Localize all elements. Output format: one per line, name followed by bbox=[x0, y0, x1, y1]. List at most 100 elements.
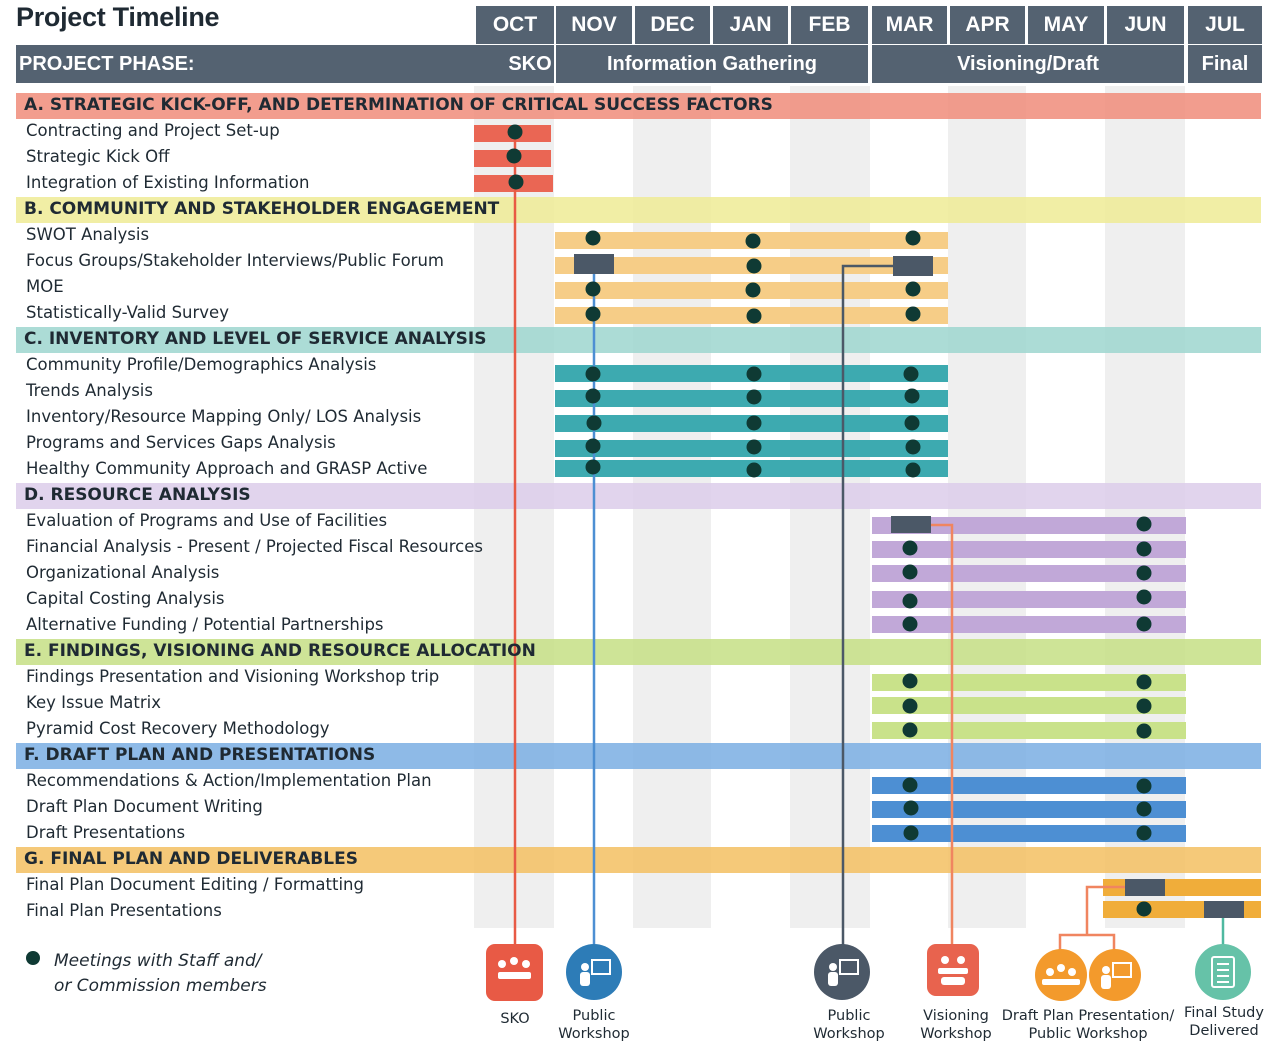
meeting-dot bbox=[585, 306, 601, 322]
presentation-icon bbox=[566, 944, 622, 1000]
workshop-marker bbox=[893, 256, 933, 276]
meeting-dot bbox=[1136, 778, 1152, 794]
meeting-dot bbox=[506, 148, 522, 164]
meeting-dot bbox=[902, 593, 918, 609]
visioning-connector-line bbox=[930, 523, 954, 945]
meeting-dot bbox=[585, 459, 601, 475]
meeting-dot bbox=[585, 366, 601, 382]
meeting-dot bbox=[745, 282, 761, 298]
meeting-dot bbox=[903, 366, 919, 382]
meeting-dot bbox=[904, 388, 920, 404]
meeting-dot bbox=[746, 308, 762, 324]
document-icon-page bbox=[1211, 956, 1235, 988]
section-band-e bbox=[16, 639, 1261, 665]
meeting-dot bbox=[904, 415, 920, 431]
group-icon-table bbox=[1042, 979, 1080, 985]
section-band-b bbox=[16, 197, 1261, 223]
meeting-dot bbox=[903, 800, 919, 816]
meeting-dot bbox=[508, 174, 524, 190]
meeting-dot bbox=[507, 124, 523, 140]
presentation-icon-head bbox=[581, 963, 589, 971]
task-bar bbox=[872, 825, 1186, 842]
meeting-dot bbox=[585, 230, 601, 246]
meeting-dot bbox=[905, 306, 921, 322]
team-icon-table bbox=[938, 968, 968, 974]
public-workshop-2-connector-line bbox=[841, 264, 895, 945]
meeting-dot bbox=[585, 388, 601, 404]
task-bar bbox=[872, 517, 1186, 534]
group-icon-person bbox=[1068, 968, 1076, 976]
task-bar bbox=[872, 565, 1186, 582]
team-icon-person bbox=[957, 956, 965, 964]
meeting-dot bbox=[905, 230, 921, 246]
team-icon-person bbox=[941, 956, 949, 964]
section-band-d bbox=[16, 483, 1261, 509]
meeting-dot bbox=[902, 564, 918, 580]
meeting-dot bbox=[905, 439, 921, 455]
meeting-table-icon-table bbox=[498, 972, 531, 979]
meeting-dot bbox=[746, 439, 762, 455]
section-band-g bbox=[16, 847, 1261, 873]
group-presentation-icon bbox=[1089, 949, 1141, 1001]
meeting-dot bbox=[1136, 674, 1152, 690]
meeting-dot bbox=[746, 366, 762, 382]
meeting-dot bbox=[1136, 589, 1152, 605]
meeting-dot bbox=[902, 777, 918, 793]
meeting-dot bbox=[1136, 825, 1152, 841]
team-icon-base bbox=[941, 977, 965, 985]
workshop-marker bbox=[1204, 901, 1244, 918]
group-icon-person bbox=[1057, 964, 1065, 972]
presentation-icon bbox=[814, 944, 870, 1000]
meeting-dot bbox=[746, 415, 762, 431]
meeting-table-icon-person bbox=[522, 960, 530, 968]
meeting-dot bbox=[745, 233, 761, 249]
presentation-icon-board bbox=[591, 959, 611, 975]
meeting-dot bbox=[1136, 616, 1152, 632]
task-bar bbox=[872, 616, 1186, 633]
group-icon-person bbox=[1046, 968, 1054, 976]
task-bar bbox=[872, 591, 1186, 608]
meeting-dot bbox=[1136, 516, 1152, 532]
section-band-f bbox=[16, 743, 1261, 769]
section-band-c bbox=[16, 327, 1261, 353]
presentation-icon-head bbox=[1102, 966, 1110, 974]
meeting-dot bbox=[1136, 541, 1152, 557]
meeting-dot bbox=[902, 540, 918, 556]
document-icon bbox=[1195, 944, 1251, 1000]
meeting-dot bbox=[746, 462, 762, 478]
meeting-dot bbox=[586, 415, 602, 431]
task-bar bbox=[872, 697, 1186, 714]
workshop-marker bbox=[891, 516, 931, 533]
meeting-dot bbox=[902, 673, 918, 689]
workshop-marker bbox=[1125, 879, 1165, 896]
draft-branch-line bbox=[1058, 933, 1116, 960]
meeting-dot bbox=[1136, 723, 1152, 739]
task-bar bbox=[872, 801, 1186, 818]
meeting-dot bbox=[585, 438, 601, 454]
presentation-icon-board bbox=[839, 959, 859, 975]
task-bar bbox=[872, 722, 1186, 739]
meeting-dot bbox=[585, 281, 601, 297]
presentation-icon-board bbox=[1112, 962, 1132, 978]
presentation-icon-body bbox=[1101, 975, 1111, 989]
meeting-dot bbox=[1136, 565, 1152, 581]
task-bar bbox=[872, 674, 1186, 691]
workshop-marker bbox=[574, 254, 614, 274]
meeting-dot bbox=[1136, 901, 1152, 917]
meeting-table-icon-person bbox=[498, 960, 506, 968]
meeting-dot bbox=[1136, 698, 1152, 714]
presentation-icon-body bbox=[828, 972, 838, 986]
section-band-a bbox=[16, 93, 1261, 119]
group-presentation-icon bbox=[1035, 949, 1087, 1001]
task-bar bbox=[872, 541, 1186, 558]
meeting-dot bbox=[903, 825, 919, 841]
presentation-icon-body bbox=[580, 972, 590, 986]
presentation-icon-head bbox=[829, 963, 837, 971]
draft-connector-line bbox=[1085, 885, 1128, 935]
meeting-dot bbox=[905, 462, 921, 478]
task-bar bbox=[872, 777, 1186, 794]
meeting-dot bbox=[905, 281, 921, 297]
meeting-dot bbox=[902, 616, 918, 632]
meeting-dot bbox=[746, 258, 762, 274]
